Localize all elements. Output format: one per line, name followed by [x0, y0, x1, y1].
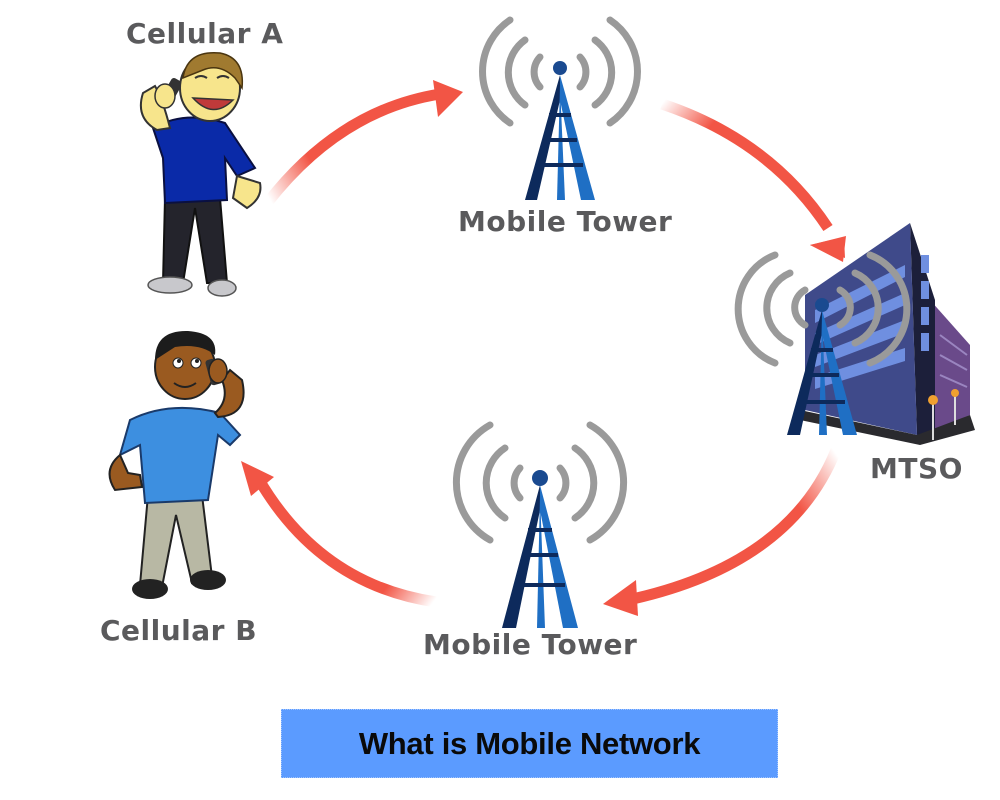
diagram-title: What is Mobile Network	[358, 725, 701, 761]
mtso-label: MTSO	[870, 452, 963, 485]
arrow-tower-to-cellular-b	[241, 461, 437, 608]
cellular-a-label: Cellular A	[126, 17, 284, 50]
top-mobile-tower-label: Mobile Tower	[458, 205, 673, 238]
arrow-mtso-to-tower	[603, 447, 842, 616]
arrow-a-to-tower	[263, 80, 463, 206]
cellular-b-person-icon	[108, 330, 245, 599]
title-banner: What is Mobile Network	[281, 709, 778, 778]
cellular-b-label: Cellular B	[100, 614, 258, 647]
cellular-a-person-icon	[139, 51, 262, 297]
top-mobile-tower-icon	[479, 16, 641, 200]
bottom-mobile-tower-icon	[452, 421, 628, 628]
bottom-mobile-tower-label: Mobile Tower	[423, 628, 638, 661]
mtso-building-icon	[734, 223, 975, 445]
arrow-tower-to-mtso	[660, 98, 846, 262]
